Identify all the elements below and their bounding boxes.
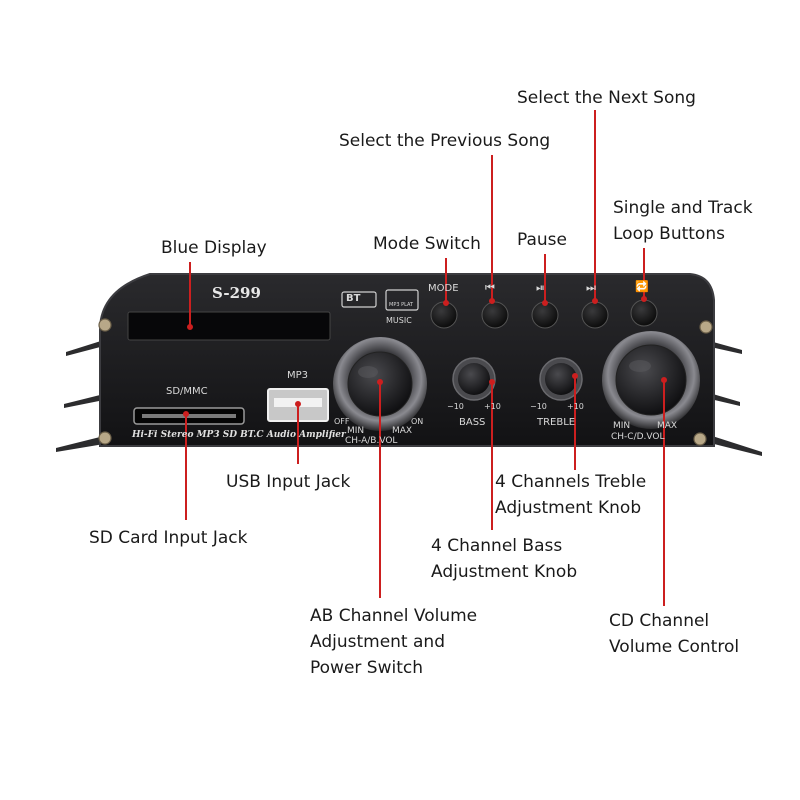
cd-knob-max: MAX (657, 421, 678, 431)
callout-ab-volume: AB Channel Volume Adjustment and Power S… (310, 603, 477, 681)
callout-ab-volume-line1: AB Channel Volume (310, 606, 478, 626)
bass-minus: −10 (447, 402, 464, 411)
callout-loop: Single and Track Loop Buttons (613, 195, 753, 247)
callout-bass-line2: Adjustment Knob (431, 562, 578, 582)
callout-ab-volume-line3: Power Switch (310, 658, 424, 678)
callout-sd: SD Card Input Jack (89, 528, 248, 548)
callout-pause: Pause (517, 230, 567, 250)
mode-button[interactable] (430, 301, 458, 329)
pause-icon: ⏯ (536, 281, 545, 294)
callout-treble-line2: Adjustment Knob (495, 498, 642, 518)
treble-name: TREBLE (537, 417, 576, 428)
bt-badge-text: BT (346, 293, 361, 304)
usb-port-label: MP3 (287, 370, 309, 381)
bass-plus: +10 (484, 402, 501, 411)
callout-treble: 4 Channels Treble Adjustment Knob (495, 469, 646, 521)
buttons-row (430, 299, 658, 329)
mp3-badge-text: MP3 PLAT (389, 302, 414, 308)
ab-knob-min: MIN (347, 426, 365, 436)
callout-loop-line1: Single and Track (613, 198, 753, 218)
callout-bass-line1: 4 Channel Bass (431, 536, 563, 556)
previous-button[interactable] (481, 301, 509, 329)
device-slogan: Hi-Fi Stereo MP3 SD BT.C Audio Amplifier (132, 430, 346, 440)
mode-button-label: MODE (428, 283, 459, 294)
ab-knob-name: CH-A/B.VOL (345, 436, 398, 446)
bass-knob[interactable] (452, 357, 496, 401)
ab-knob-max: MAX (392, 426, 413, 436)
treble-plus: +10 (567, 402, 584, 411)
callout-cd-volume-line1: CD Channel (609, 611, 710, 631)
bt-badge (341, 291, 377, 308)
corner-screws (98, 318, 713, 446)
next-button[interactable] (581, 301, 609, 329)
callout-ab-volume-line2: Adjustment and (310, 632, 445, 652)
callout-treble-line1: 4 Channels Treble (495, 472, 647, 492)
pointer-lines (183, 110, 667, 606)
callout-bass: 4 Channel Bass Adjustment Knob (431, 533, 577, 585)
model-name: S-299 (212, 284, 261, 302)
blue-display (127, 311, 331, 341)
loop-icon: 🔁 (635, 280, 649, 293)
treble-knob[interactable] (539, 357, 583, 401)
callout-usb: USB Input Jack (226, 472, 351, 492)
ab-knob-on: ON (411, 417, 424, 426)
sd-slot-label: SD/MMC (166, 386, 208, 397)
callout-next-song: Select the Next Song (517, 88, 696, 108)
bass-name: BASS (459, 417, 486, 428)
cd-knob-name: CH-C/D.VOL (611, 432, 665, 442)
previous-icon: ⏮ (485, 281, 495, 294)
cd-volume-knob[interactable] (602, 331, 700, 429)
callout-cd-volume: CD Channel Volume Control (609, 608, 739, 660)
callout-mode-switch: Mode Switch (373, 234, 481, 254)
treble-minus: −10 (530, 402, 547, 411)
callout-loop-line2: Loop Buttons (613, 224, 725, 244)
mp3-badge (385, 289, 419, 311)
cd-knob-min: MIN (613, 421, 631, 431)
ab-knob-off: OFF (334, 417, 350, 426)
callout-blue-display: Blue Display (161, 238, 267, 258)
callout-cd-volume-line2: Volume Control (609, 637, 740, 657)
mp3-music-text: MUSIC (386, 316, 412, 325)
callout-previous-song: Select the Previous Song (339, 131, 551, 151)
loop-button[interactable] (630, 299, 658, 327)
left-heatsink-fins (56, 340, 104, 452)
next-icon: ⏭ (586, 281, 596, 294)
